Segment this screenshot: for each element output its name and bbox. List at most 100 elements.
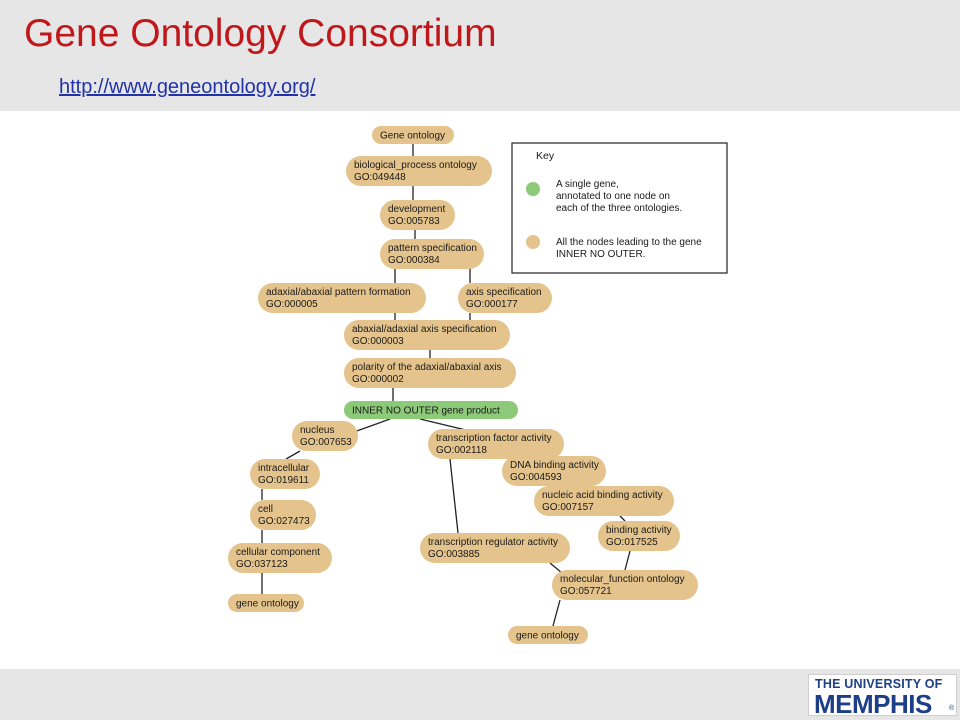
node-label: DNA binding activity bbox=[510, 460, 599, 471]
node-label: molecular_function ontology bbox=[560, 574, 685, 585]
key-gene-line-3: each of the three ontologies. bbox=[556, 203, 682, 214]
node-background bbox=[228, 543, 332, 573]
key-legend: Key A single gene, annotated to one node… bbox=[511, 142, 728, 274]
node-label: gene ontology bbox=[236, 599, 299, 610]
node-background bbox=[344, 401, 518, 419]
node-label: cell bbox=[258, 504, 273, 515]
node-label: intracellular bbox=[258, 463, 310, 474]
key-gene-swatch bbox=[526, 182, 540, 196]
gene-ontology-diagram: Gene ontology biological_process ontology… bbox=[228, 126, 728, 644]
node-label: adaxial/abaxial pattern formation bbox=[266, 287, 411, 298]
node-background bbox=[420, 533, 570, 563]
node-background bbox=[428, 429, 564, 459]
node-label: polarity of the adaxial/abaxial axis bbox=[352, 362, 502, 373]
node-go-id: GO:000002 bbox=[352, 374, 404, 385]
node-go-id: GO:000177 bbox=[466, 299, 518, 310]
node-label: transcription factor activity bbox=[436, 433, 552, 444]
node-label: nucleic acid binding activity bbox=[542, 490, 663, 501]
node-label: binding activity bbox=[606, 525, 672, 536]
key-ancestor-line-2: INNER NO OUTER. bbox=[556, 249, 645, 260]
node-label: pattern specification bbox=[388, 243, 477, 254]
key-ancestor-swatch bbox=[526, 235, 540, 249]
node-background bbox=[346, 156, 492, 186]
edge-10 bbox=[285, 450, 301, 460]
node-background bbox=[534, 486, 674, 516]
logo-line-2: MEMPHIS bbox=[814, 689, 932, 719]
slide-content: Gene ontology biological_process ontology… bbox=[0, 111, 960, 669]
node-go-id: GO:057721 bbox=[560, 586, 612, 597]
key-box bbox=[511, 142, 728, 274]
node-background bbox=[344, 358, 516, 388]
key-gene-line-1: A single gene, bbox=[556, 179, 619, 190]
node-polarity: polarity of the adaxial/abaxial axisGO:0… bbox=[344, 358, 516, 388]
university-of-memphis-logo: THE UNIVERSITY OF MEMPHIS ® bbox=[808, 674, 957, 719]
node-go-id: GO:019611 bbox=[258, 475, 309, 486]
node-abaxial-axis: abaxial/adaxial axis specificationGO:000… bbox=[344, 320, 510, 350]
node-label: abaxial/adaxial axis specification bbox=[352, 324, 497, 335]
node-background bbox=[552, 570, 698, 600]
node-go-id: GO:003885 bbox=[428, 549, 480, 560]
edge-20 bbox=[549, 562, 563, 574]
node-background bbox=[250, 459, 320, 489]
node-label: cellular component bbox=[236, 547, 320, 558]
node-go-id: GO:000005 bbox=[266, 299, 318, 310]
node-go-id: GO:007157 bbox=[542, 502, 594, 513]
key-ancestor-line-1: All the nodes leading to the gene bbox=[556, 237, 702, 248]
node-label: gene ontology bbox=[516, 631, 579, 642]
node-tr-activity: transcription regulator activityGO:00388… bbox=[420, 533, 570, 563]
node-go-id: GO:004593 bbox=[510, 472, 562, 483]
node-background bbox=[372, 126, 454, 144]
node-background bbox=[598, 521, 680, 551]
edge-15 bbox=[449, 458, 459, 534]
key-title: Key bbox=[536, 150, 555, 162]
edge-19 bbox=[624, 550, 631, 571]
node-background bbox=[458, 283, 552, 313]
node-go-id: GO:049448 bbox=[354, 172, 406, 183]
node-background bbox=[250, 500, 316, 530]
node-background bbox=[258, 283, 426, 313]
node-background bbox=[292, 421, 358, 451]
node-background bbox=[344, 320, 510, 350]
node-go-id: GO:000384 bbox=[388, 255, 440, 266]
node-background bbox=[502, 456, 606, 486]
node-go-id: GO:027473 bbox=[258, 516, 310, 527]
slide-title: Gene Ontology Consortium bbox=[24, 12, 497, 55]
node-gene-ontology-right: gene ontology bbox=[508, 626, 588, 644]
key-gene-line-2: annotated to one node on bbox=[556, 191, 670, 202]
node-label: INNER NO OUTER gene product bbox=[352, 406, 500, 417]
node-go-id: GO:005783 bbox=[388, 216, 440, 227]
node-label: Gene ontology bbox=[380, 131, 445, 142]
node-go-id: GO:000003 bbox=[352, 336, 404, 347]
geneontology-link[interactable]: http://www.geneontology.org/ bbox=[59, 76, 316, 98]
node-gene: INNER NO OUTER gene product bbox=[344, 401, 518, 419]
node-label: nucleus bbox=[300, 425, 334, 436]
edge-21 bbox=[552, 599, 561, 627]
edge-18 bbox=[619, 515, 626, 522]
slide-footer bbox=[0, 669, 960, 720]
node-gene-ontology-top: Gene ontology bbox=[372, 126, 454, 144]
node-label: transcription regulator activity bbox=[428, 537, 558, 548]
node-background bbox=[508, 626, 588, 644]
logo-registered: ® bbox=[948, 705, 954, 712]
node-go-id: GO:002118 bbox=[436, 445, 487, 456]
logo-line-1: THE UNIVERSITY OF bbox=[815, 677, 943, 691]
node-go-id: GO:037123 bbox=[236, 559, 288, 570]
node-adaxial-pattern: adaxial/abaxial pattern formationGO:0000… bbox=[258, 283, 426, 313]
node-label: biological_process ontology bbox=[354, 160, 477, 171]
node-background bbox=[228, 594, 304, 612]
diagram-nodes: Gene ontology biological_process ontology… bbox=[228, 126, 698, 644]
node-label: axis specification bbox=[466, 287, 542, 298]
